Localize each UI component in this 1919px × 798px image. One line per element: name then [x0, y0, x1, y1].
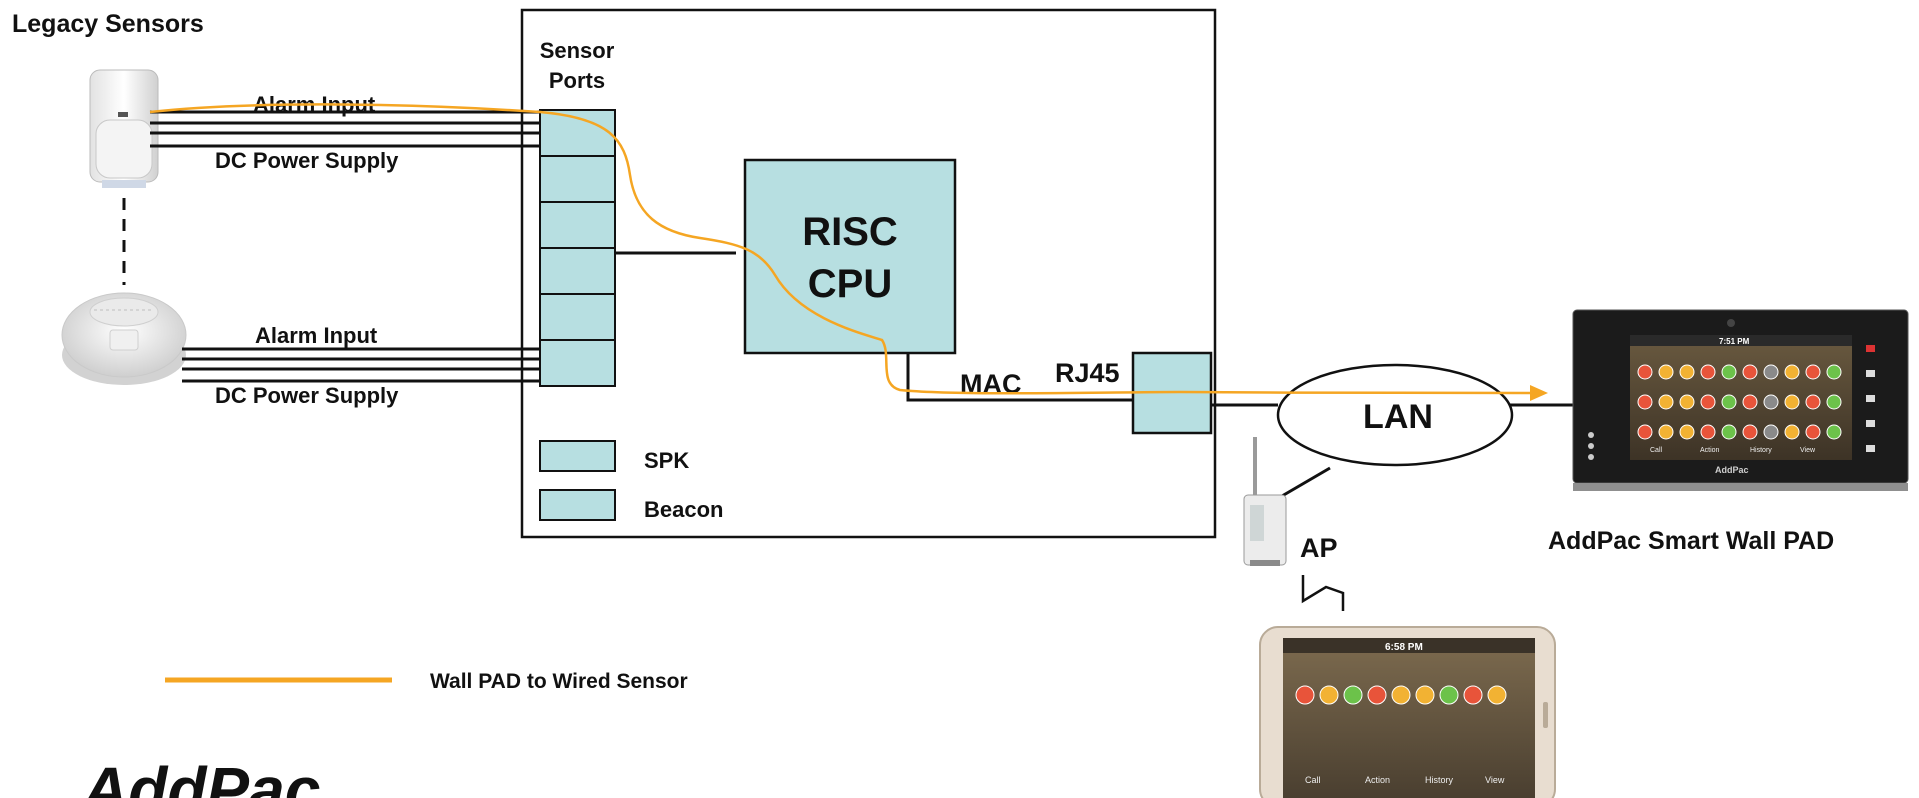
device-button-label: View [1800, 447, 1816, 454]
device-tile-icon [1295, 685, 1315, 705]
wall-pad-tiles [1637, 364, 1842, 440]
bottom-sensor-wires [182, 347, 540, 383]
beacon-label: Beacon [644, 497, 723, 522]
wall-pad-label: AddPac Smart Wall PAD [1548, 527, 1834, 555]
signal-arrowhead [1530, 385, 1548, 401]
wall-pad-buttons: Call Action History View [1650, 447, 1816, 454]
controller-box [520, 8, 1217, 539]
tablet-device [1259, 626, 1556, 798]
spk-box [539, 440, 616, 472]
device-tile-icon [1658, 364, 1674, 380]
lan-cloud [1276, 363, 1514, 467]
cpu-rj45-link [906, 353, 1133, 402]
device-tile-icon [1658, 394, 1674, 410]
device-button-label: Action [1700, 447, 1720, 454]
device-tile-icon [1826, 424, 1842, 440]
device-tile-icon [1679, 394, 1695, 410]
risc-cpu-box [743, 158, 957, 355]
device-tile-icon [1763, 394, 1779, 410]
tablet-screen [1283, 638, 1535, 798]
device-tile-icon [1784, 394, 1800, 410]
spk-label: SPK [644, 448, 689, 473]
device-button-label: Call [1650, 447, 1663, 454]
device-tile-icon [1742, 364, 1758, 380]
device-tile-icon [1784, 364, 1800, 380]
device-tile-icon [1439, 685, 1459, 705]
sensor-ports-label-2: Ports [549, 68, 605, 93]
device-tile-icon [1343, 685, 1363, 705]
device-tile-icon [1487, 685, 1507, 705]
access-point-icon [1243, 437, 1287, 566]
dc-power-label-top: DC Power Supply [215, 148, 399, 173]
device-tile-icon [1367, 685, 1387, 705]
device-tile-icon [1700, 424, 1716, 440]
rj45-label: RJ45 [1055, 358, 1120, 388]
device-tile-icon [1391, 685, 1411, 705]
device-tile-icon [1826, 364, 1842, 380]
device-button-label: History [1750, 447, 1772, 454]
device-tile-icon [1826, 394, 1842, 410]
device-tile-icon [1721, 364, 1737, 380]
device-button-label: Action [1365, 775, 1390, 785]
legacy-sensors-title: Legacy Sensors [12, 10, 204, 38]
device-tile-icon [1700, 394, 1716, 410]
device-button-label: History [1425, 775, 1454, 785]
wall-pad-time: 7:51 PM [1719, 337, 1750, 346]
alarm-input-label-bottom: Alarm Input [255, 323, 378, 348]
legend-label: Wall PAD to Wired Sensor [430, 670, 688, 693]
device-tile-icon [1319, 685, 1339, 705]
lan-ap-link [1281, 466, 1331, 498]
device-tile-icon [1805, 424, 1821, 440]
sensor-ports [539, 109, 616, 387]
device-tile-icon [1721, 394, 1737, 410]
device-button-label: Call [1305, 775, 1321, 785]
cpu-label-1: RISC [802, 210, 898, 254]
device-tile-icon [1658, 424, 1674, 440]
device-tile-icon [1805, 364, 1821, 380]
tablet-buttons: Call Action History View [1305, 775, 1505, 785]
signal-path [149, 103, 1531, 395]
device-tile-icon [1742, 394, 1758, 410]
tablet-tiles [1295, 685, 1507, 705]
device-tile-icon [1805, 394, 1821, 410]
sensor-ports-label-1: Sensor [540, 38, 615, 63]
smoke-detector-icon [61, 292, 187, 385]
wireless-signal-icon [1301, 575, 1345, 611]
dc-power-label-bottom: DC Power Supply [215, 383, 399, 408]
device-tile-icon [1463, 685, 1483, 705]
cpu-label-2: CPU [808, 262, 892, 306]
device-tile-icon [1637, 394, 1653, 410]
lan-label: LAN [1363, 398, 1433, 436]
device-tile-icon [1415, 685, 1435, 705]
device-tile-icon [1763, 364, 1779, 380]
device-tile-icon [1679, 424, 1695, 440]
top-sensor-wires [150, 110, 540, 148]
device-tile-icon [1721, 424, 1737, 440]
device-tile-icon [1637, 364, 1653, 380]
device-button-label: View [1485, 775, 1505, 785]
device-tile-icon [1700, 364, 1716, 380]
wall-pad-side-icons [1588, 345, 1875, 460]
motion-sensor-icon [89, 69, 159, 188]
wall-pad-brand: AddPac [1715, 465, 1749, 475]
device-tile-icon [1784, 424, 1800, 440]
device-tile-icon [1679, 364, 1695, 380]
device-tile-icon [1763, 424, 1779, 440]
ap-label: AP [1300, 533, 1338, 563]
addpac-logo: AddPac [80, 754, 320, 798]
device-tile-icon [1742, 424, 1758, 440]
device-tile-icon [1637, 424, 1653, 440]
beacon-box [539, 489, 616, 521]
tablet-time: 6:58 PM [1385, 642, 1423, 653]
